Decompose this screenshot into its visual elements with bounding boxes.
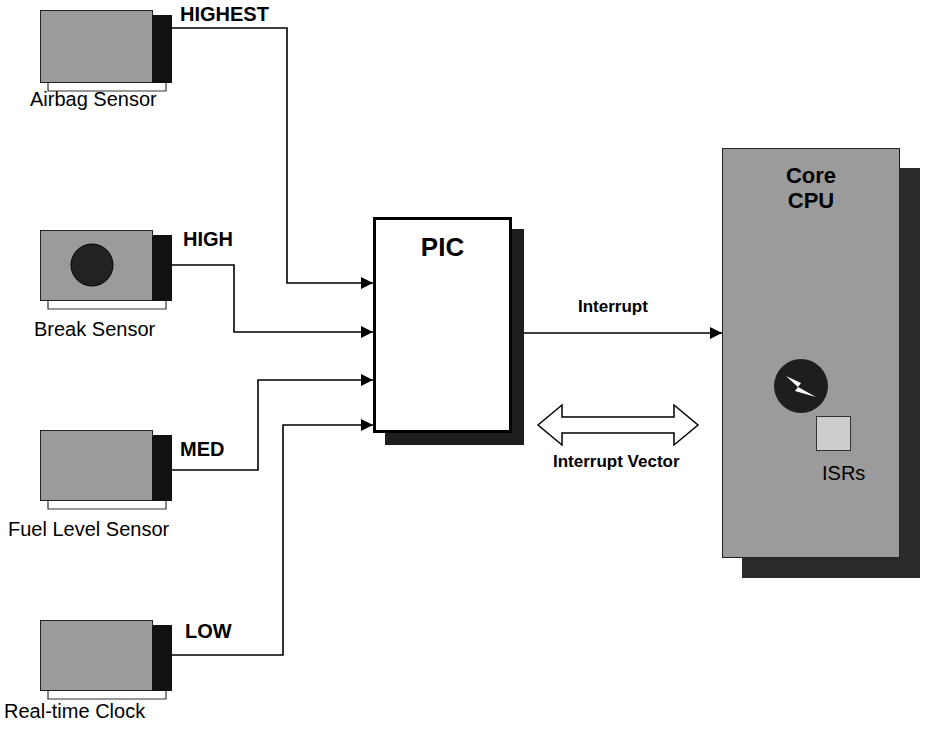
cpu-box: ISRs Core CPU [722, 148, 900, 558]
device-label: Break Sensor [34, 318, 155, 341]
box-title: Core CPU [786, 163, 836, 214]
sensor-body [41, 231, 153, 301]
sensor-body [41, 431, 153, 501]
box-title: PIC [421, 232, 464, 263]
lightning-bolt [786, 376, 816, 397]
controller-box: PIC [373, 217, 512, 433]
sensor-illustration [40, 430, 182, 516]
sensor-body [41, 11, 153, 83]
sensor-box: Real-time Clock [40, 620, 172, 690]
sensor-connector [152, 435, 172, 501]
sensor-box: Fuel Level Sensor [40, 430, 172, 500]
sensor-box: Break Sensor [40, 230, 172, 300]
priority-label: HIGHEST [180, 3, 269, 26]
sensor-connector [152, 625, 172, 691]
signal-label: Interrupt [578, 297, 648, 317]
signal-line [172, 425, 373, 655]
device-label: Airbag Sensor [30, 88, 157, 111]
sensor-illustration [40, 230, 182, 316]
sensor-illustration [40, 10, 182, 98]
device-label: Fuel Level Sensor [8, 518, 169, 541]
signal-line [172, 265, 373, 332]
priority-label: MED [180, 438, 224, 461]
device-label: ISRs [822, 462, 865, 485]
mount-bracket [48, 300, 166, 309]
signal-label: Interrupt Vector [553, 452, 680, 472]
sensor-dial [71, 244, 113, 286]
mount-bracket [48, 690, 166, 699]
interrupt-circle [774, 359, 828, 413]
device-label: Real-time Clock [4, 700, 145, 723]
sensor-connector [152, 235, 172, 301]
sensor-body [41, 621, 153, 691]
signal-line [512, 332, 722, 334]
priority-label: HIGH [183, 228, 233, 251]
sensor-illustration [40, 620, 182, 706]
mount-bracket [48, 500, 166, 509]
bus-arrow [538, 405, 698, 445]
isr-box: ISRs [816, 416, 851, 451]
interrupt-symbol [771, 356, 831, 416]
sensor-connector [152, 15, 172, 83]
signal-line [172, 28, 373, 283]
sensor-box: Airbag Sensor [40, 10, 172, 82]
priority-label: LOW [185, 620, 232, 643]
